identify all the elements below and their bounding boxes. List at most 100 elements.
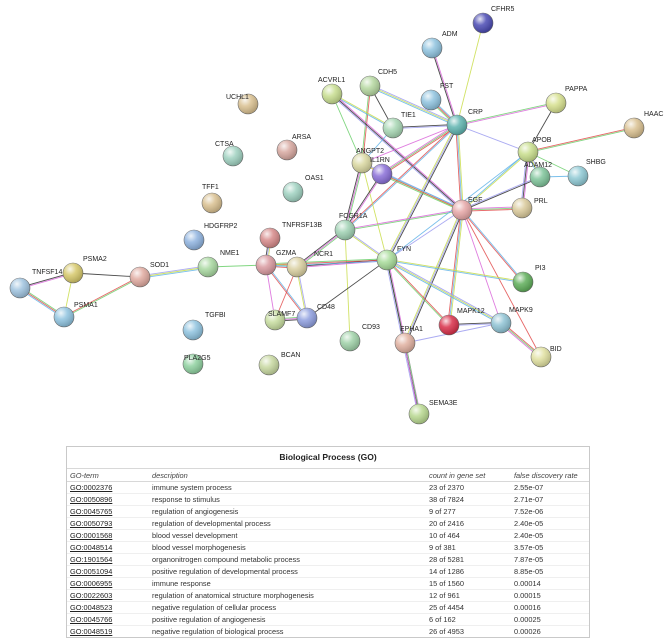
- node-cd48[interactable]: CD48: [296, 304, 335, 329]
- node-highlight: [184, 230, 204, 250]
- go-term-link[interactable]: GO:1901564: [67, 553, 149, 566]
- node-highlight: [421, 90, 441, 110]
- go-term-link[interactable]: GO:0048519: [67, 625, 149, 637]
- node-label: NCR1: [314, 251, 333, 258]
- node-label: ANGPT2: [356, 148, 384, 155]
- header-fdr: false discovery rate: [511, 468, 589, 482]
- edge-FYN-MAPK9: [386, 259, 502, 324]
- node-adam12[interactable]: ADAM12: [524, 162, 552, 188]
- node-crp[interactable]: CRP: [446, 109, 483, 136]
- header-count: count in gene set: [426, 468, 511, 482]
- edge-APOB-HAAC: [527, 126, 634, 152]
- go-description: positive regulation of developmental pro…: [149, 565, 426, 578]
- node-psma1[interactable]: PSMA1: [53, 302, 98, 328]
- node-ncr1[interactable]: NCR1: [286, 251, 333, 278]
- node-highlight: [335, 220, 355, 240]
- edge-CRP-EGF: [455, 125, 462, 211]
- node-oas1[interactable]: OAS1: [282, 175, 324, 203]
- node-highlight: [546, 93, 566, 113]
- node-egf[interactable]: EGF: [451, 197, 482, 221]
- node-fcgr1a[interactable]: FCGR1A: [334, 213, 368, 241]
- go-term-link[interactable]: GO:0002376: [67, 481, 149, 494]
- node-hdgfrp2[interactable]: HDGFRP2: [183, 223, 238, 251]
- node-highlight: [491, 313, 511, 333]
- node-ctsa[interactable]: CTSA: [215, 141, 244, 167]
- node-slamf7[interactable]: SLAMF7: [264, 309, 295, 331]
- node-mapk9[interactable]: MAPK9: [490, 307, 533, 334]
- node-tnfsf14[interactable]: TNFSF14: [9, 269, 62, 299]
- node-uchl1[interactable]: UCHL1: [226, 93, 259, 115]
- node-label: CD48: [317, 304, 335, 311]
- node-sod1[interactable]: SOD1: [129, 262, 169, 288]
- node-pla2g5[interactable]: PLA2G5: [182, 353, 211, 375]
- node-haac[interactable]: HAAC: [623, 111, 663, 139]
- node-highlight: [624, 118, 644, 138]
- node-cfhr5[interactable]: CFHR5: [472, 6, 514, 34]
- node-tie1[interactable]: TIE1: [382, 112, 416, 139]
- edge-ACVRL1-EGF: [330, 94, 462, 212]
- go-term-link[interactable]: GO:0022603: [67, 589, 149, 602]
- node-cdh5[interactable]: CDH5: [359, 69, 397, 97]
- edge-EGF-MAPK12: [449, 210, 464, 326]
- node-prl[interactable]: PRL: [511, 197, 548, 219]
- go-fdr: 0.00026: [511, 625, 589, 637]
- edge-CDH5-CRP: [369, 85, 458, 126]
- node-acvrl1[interactable]: ACVRL1: [318, 77, 345, 105]
- node-nme1[interactable]: NME1: [197, 250, 240, 278]
- node-highlight: [372, 164, 392, 184]
- node-tgfbi[interactable]: TGFBI: [182, 312, 226, 341]
- node-tff1[interactable]: TFF1: [201, 184, 223, 214]
- go-term-link[interactable]: GO:0051094: [67, 565, 149, 578]
- go-term-link[interactable]: GO:0048523: [67, 601, 149, 614]
- go-term-link[interactable]: GO:0050793: [67, 517, 149, 530]
- node-highlight: [54, 307, 74, 327]
- node-epha1[interactable]: EPHA1: [394, 326, 423, 354]
- node-angpt2[interactable]: ANGPT2: [351, 148, 384, 174]
- edge-FYN-MAPK9: [387, 258, 502, 323]
- go-term-link[interactable]: GO:0048514: [67, 541, 149, 554]
- node-fst[interactable]: FST: [420, 83, 454, 111]
- node-bcan[interactable]: BCAN: [258, 352, 300, 376]
- go-count: 20 of 2416: [426, 517, 511, 530]
- node-shbg[interactable]: SHBG: [567, 159, 606, 187]
- node-bid[interactable]: BID: [530, 346, 562, 368]
- edge-CRP-ANGPT2: [361, 124, 458, 164]
- edge-EPHA1-SEMA3E: [403, 343, 419, 415]
- node-mapk12[interactable]: MAPK12: [438, 308, 485, 336]
- node-psma2[interactable]: PSMA2: [62, 256, 107, 284]
- node-label: TNFSF14: [32, 269, 62, 276]
- node-cd93[interactable]: CD93: [339, 324, 380, 352]
- node-gzma[interactable]: GZMA: [255, 250, 297, 276]
- go-term-link[interactable]: GO:0045765: [67, 505, 149, 518]
- edge-EPHA1-SEMA3E: [405, 342, 421, 414]
- node-label: ACVRL1: [318, 77, 345, 84]
- node-pappa[interactable]: PAPPA: [545, 86, 588, 114]
- go-term-link[interactable]: GO:0006955: [67, 577, 149, 590]
- node-adm[interactable]: ADM: [421, 31, 458, 59]
- node-apob[interactable]: APOB: [517, 137, 552, 163]
- edge-EGF-FYN: [386, 209, 463, 261]
- node-label: ADM: [442, 31, 458, 38]
- node-highlight: [512, 198, 532, 218]
- go-term-link[interactable]: GO:0045766: [67, 613, 149, 626]
- go-term-link[interactable]: GO:0050896: [67, 493, 149, 506]
- node-label: OAS1: [305, 175, 324, 182]
- edge-TIE1-CRP: [393, 125, 458, 130]
- go-term-link[interactable]: GO:0001568: [67, 529, 149, 542]
- node-tnfrsf13b[interactable]: TNFRSF13B: [259, 222, 322, 249]
- node-arsa[interactable]: ARSA: [276, 134, 311, 161]
- node-fyn[interactable]: FYN: [376, 246, 411, 271]
- edge-PSMA1-SOD1: [64, 277, 141, 318]
- go-fdr: 7.87e-05: [511, 553, 589, 566]
- node-label: TNFRSF13B: [282, 222, 322, 229]
- node-label: TGFBI: [205, 312, 226, 319]
- edge-ADAM12-EGF: [461, 176, 540, 210]
- go-fdr: 2.71e-07: [511, 493, 589, 506]
- go-fdr: 0.00014: [511, 577, 589, 590]
- node-sema3e[interactable]: SEMA3E: [408, 400, 458, 425]
- node-pi3[interactable]: PI3: [512, 265, 546, 293]
- node-il1rn[interactable]: IL1RN: [370, 157, 393, 185]
